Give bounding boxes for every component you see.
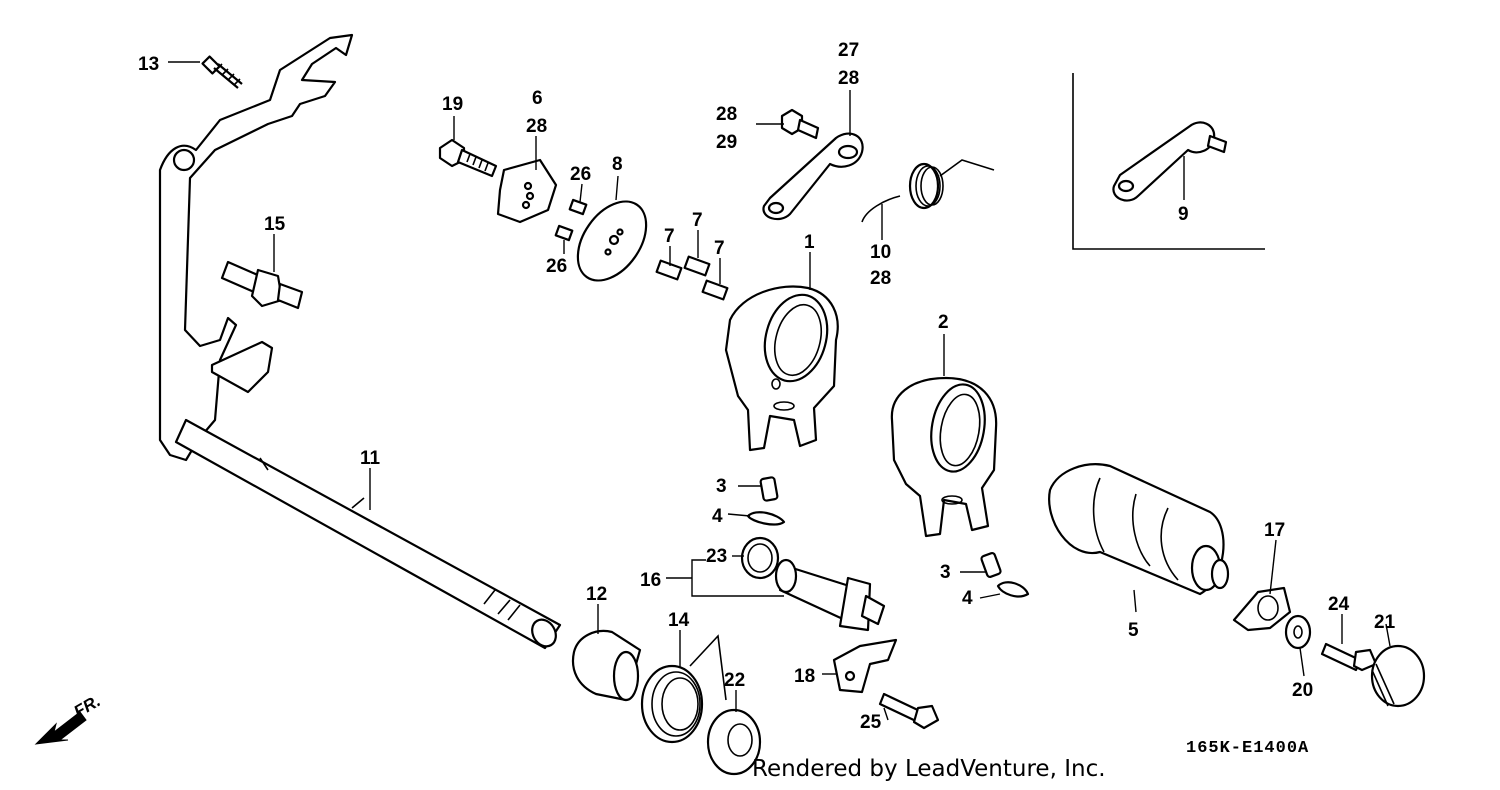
callout-27: 27 — [838, 40, 859, 61]
callout-5: 5 — [1128, 620, 1139, 641]
callout-16: 16 — [640, 570, 661, 591]
callout-3-lower: 3 — [940, 562, 951, 583]
callout-20: 20 — [1292, 680, 1313, 701]
callout-26-lower: 26 — [546, 256, 567, 277]
callout-labels: 13 19 6 28 26 26 8 7 7 7 15 27 28 28 29 … — [138, 40, 1396, 733]
part-12-collar — [571, 629, 642, 702]
part-15-pin — [220, 260, 304, 310]
callout-8: 8 — [612, 154, 623, 175]
callout-11: 11 — [360, 448, 381, 469]
callout-19: 19 — [442, 94, 463, 115]
part-18-bracket — [832, 638, 898, 694]
part-20-washer — [1284, 614, 1312, 650]
part-22-oil-seal — [706, 708, 762, 776]
part-11-gearshift-spindle — [158, 33, 562, 650]
callout-12: 12 — [586, 584, 607, 605]
part-29-bolt — [780, 108, 820, 140]
part-26-pins — [554, 198, 588, 242]
part-9-arm — [1112, 121, 1228, 202]
part-10-spring — [861, 159, 995, 223]
part-13-spring — [201, 55, 243, 89]
inset-frame — [1072, 73, 1265, 250]
part-16-shaft — [774, 558, 886, 632]
callout-9: 9 — [1178, 204, 1189, 225]
callout-25: 25 — [860, 712, 882, 733]
leader-lines — [168, 61, 1391, 721]
part-4-clip-upper — [746, 511, 786, 526]
callout-3-upper: 3 — [716, 476, 727, 497]
callout-28-plate: 28 — [526, 116, 547, 137]
part-17-plate — [1232, 586, 1292, 632]
part-27-arm — [762, 132, 864, 221]
part-1-shift-fork — [724, 285, 839, 452]
drawing-code: 165K-E1400A — [1186, 739, 1309, 758]
callout-18: 18 — [794, 666, 815, 687]
callout-7-middle: 7 — [692, 210, 703, 231]
callout-4-lower: 4 — [962, 588, 973, 609]
part-7-pins — [655, 255, 729, 301]
front-direction-marker: FR. — [34, 691, 104, 745]
part-5-shift-drum — [1048, 463, 1230, 596]
callout-21: 21 — [1374, 612, 1396, 633]
part-25-bolt — [878, 692, 940, 730]
callout-14: 14 — [668, 610, 690, 631]
part-8-disc — [576, 200, 648, 282]
callout-7-left: 7 — [664, 226, 675, 247]
callout-28-bolt: 28 — [716, 104, 737, 125]
part-24-bolt — [1320, 642, 1378, 672]
callout-1: 1 — [804, 232, 815, 253]
part-6-plate — [496, 158, 558, 224]
callout-28-spring: 28 — [870, 268, 891, 289]
callout-29: 29 — [716, 132, 737, 153]
part-3-pin-upper — [759, 476, 779, 502]
callout-23: 23 — [706, 546, 727, 567]
part-3-pin-lower — [980, 552, 1002, 578]
callout-28-arm: 28 — [838, 68, 859, 89]
part-19-bolt — [438, 138, 498, 178]
callout-4-upper: 4 — [712, 506, 723, 527]
callout-6: 6 — [532, 88, 543, 109]
callout-7-right: 7 — [714, 238, 725, 259]
part-23-oring — [740, 536, 780, 580]
callout-17: 17 — [1264, 520, 1285, 541]
callout-22: 22 — [724, 670, 745, 691]
part-21-cap — [1370, 644, 1426, 708]
callout-2: 2 — [938, 312, 949, 333]
callout-13: 13 — [138, 54, 159, 75]
part-4-clip-lower — [996, 581, 1030, 598]
part-14-spring — [640, 634, 727, 744]
callout-26-upper: 26 — [570, 164, 591, 185]
render-credit: Rendered by LeadVenture, Inc. — [752, 756, 1106, 782]
callout-10: 10 — [870, 242, 891, 263]
callout-24: 24 — [1328, 594, 1350, 615]
callout-15: 15 — [264, 214, 286, 235]
part-2-shift-fork — [890, 376, 998, 538]
